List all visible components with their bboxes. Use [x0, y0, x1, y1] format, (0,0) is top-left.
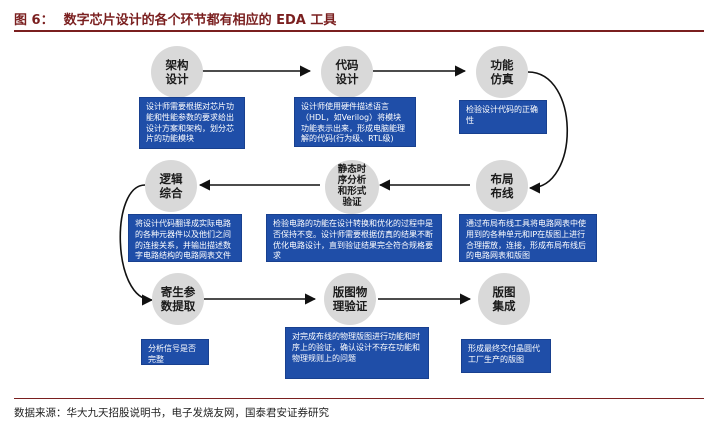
node-code-design: 代码 设计 — [321, 46, 373, 98]
desc-functional-simulation: 检验设计代码的正确性 — [459, 100, 547, 134]
desc-parasitic-extraction: 分析信号是否完整 — [141, 339, 209, 365]
node-parasitic-extraction: 寄生参 数提取 — [152, 273, 204, 325]
node-layout-integration: 版图 集成 — [478, 273, 530, 325]
desc-layout-integration: 形成最终交付晶圆代工厂生产的版图 — [461, 339, 551, 373]
node-static-timing-formal-verification: 静态时 序分析 和形式 验证 — [325, 160, 379, 214]
figure-title: 数字芯片设计的各个环节都有相应的 EDA 工具 — [63, 12, 337, 28]
figure-title-bar: 图 6： 数字芯片设计的各个环节都有相应的 EDA 工具 — [14, 6, 704, 32]
desc-physical-verification: 对完成布线的物理版图进行功能和时序上的验证，确认设计不存在功能和物理规则上的问题 — [285, 327, 429, 379]
desc-place-and-route: 通过布局布线工具将电路网表中使用到的各种单元和IP在版图上进行合理摆放，连接，形… — [459, 214, 597, 262]
desc-logic-synthesis: 将设计代码翻译成实际电路的各种元器件以及他们之间的连接关系，并输出描述数字电路结… — [128, 214, 242, 262]
data-source: 数据来源：华大九天招股说明书，电子发烧友网，国泰君安证券研究 — [14, 398, 704, 420]
arrow-synth-to-para — [119, 184, 154, 306]
desc-code-design: 设计师使用硬件描述语言（HDL，如Verilog）将模块功能表示出来，形成电脑能… — [294, 97, 416, 147]
figure-label: 图 6： — [14, 12, 54, 28]
desc-static-timing-verification: 检验电路的功能在设计转换和优化的过程中是否保持不变。设计师需要根据仿真的结果不断… — [266, 214, 442, 262]
arrow-sim-to-layout — [527, 71, 568, 194]
node-functional-simulation: 功能 仿真 — [476, 46, 528, 98]
node-architecture-design: 架构 设计 — [151, 46, 203, 98]
node-place-and-route: 布局 布线 — [476, 160, 528, 212]
node-logic-synthesis: 逻辑 综合 — [145, 160, 197, 212]
node-physical-verification: 版图物 理验证 — [324, 273, 376, 325]
desc-architecture-design: 设计师需要根据对芯片功能和性能参数的要求给出设计方案和架构，划分芯片的功能模块 — [139, 97, 245, 149]
